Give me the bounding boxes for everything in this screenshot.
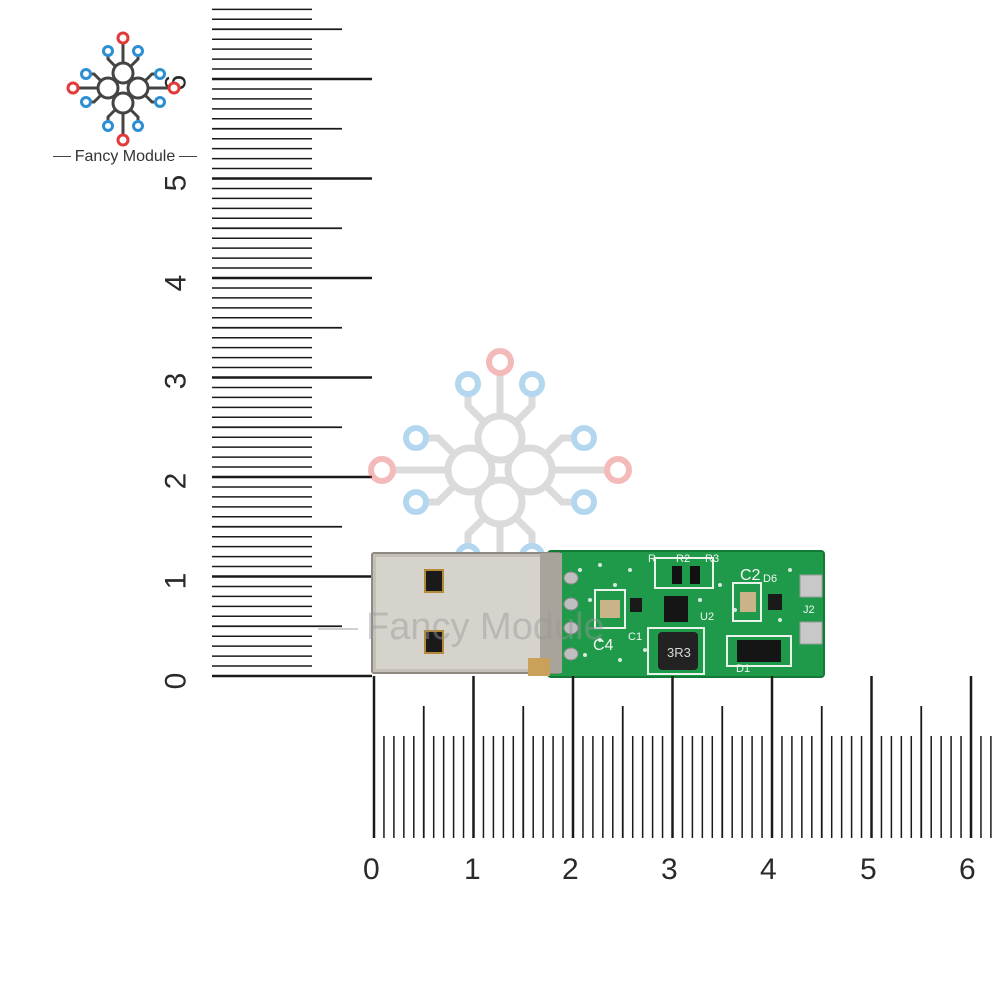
brand-logo: Fancy Module	[40, 30, 210, 175]
circuit-logo-icon	[66, 31, 181, 147]
watermark-text: Fancy Module	[366, 606, 605, 648]
hruler-label-2: 2	[562, 853, 579, 886]
hruler-label-3: 3	[661, 853, 678, 886]
silk-c4: C4	[593, 637, 614, 654]
silk-r3: R3	[705, 553, 719, 565]
hruler-label-1: 1	[464, 853, 481, 886]
brand-name: Fancy Module	[74, 148, 176, 165]
silk-d1: D1	[736, 663, 750, 675]
silk-c2: C2	[740, 567, 761, 584]
silk-r2: R2	[676, 553, 690, 565]
hruler-label-4: 4	[760, 853, 777, 886]
hruler-label-0: 0	[363, 853, 380, 886]
silk-c1: C1	[628, 631, 642, 643]
hruler-label-5: 5	[860, 853, 877, 886]
silk-j2: J2	[803, 604, 815, 616]
inductor-marking: 3R3	[667, 645, 691, 660]
hruler-label-6: 6	[959, 853, 976, 886]
silk-r: R	[648, 553, 656, 565]
silk-d6: D6	[763, 573, 777, 585]
silk-u2: U2	[700, 611, 714, 623]
